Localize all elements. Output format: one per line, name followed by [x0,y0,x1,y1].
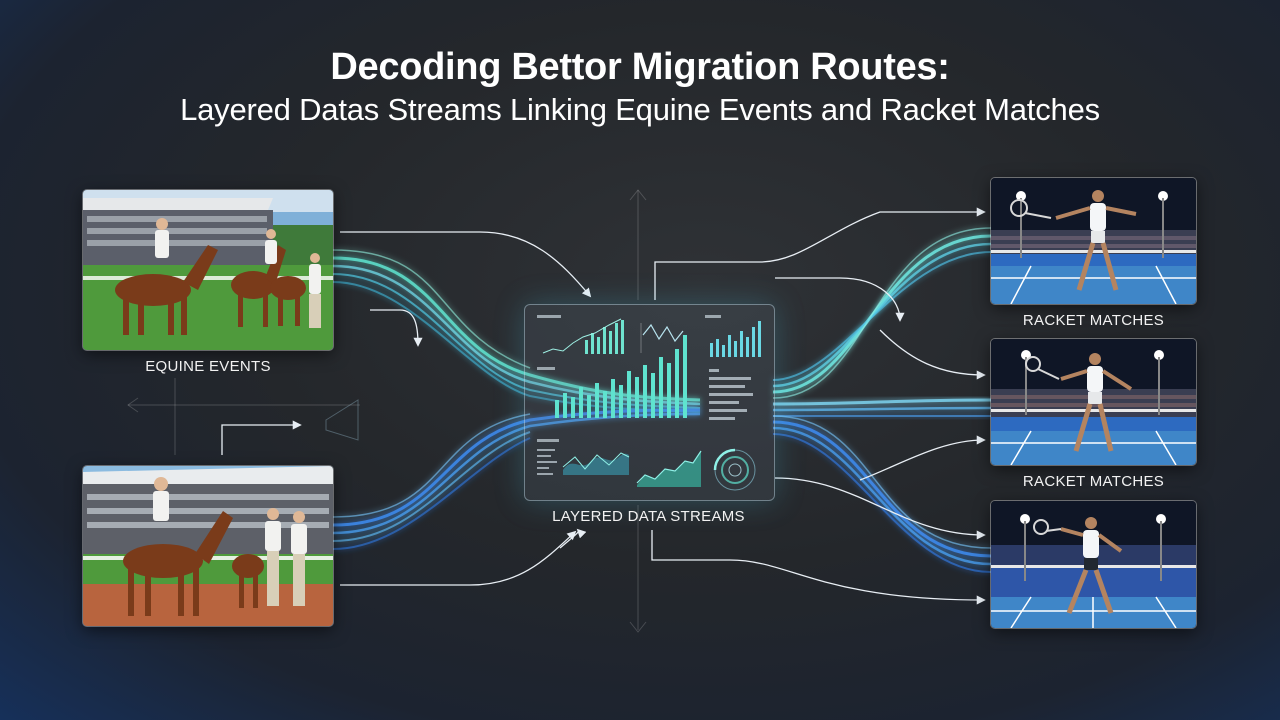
dashboard-radial-gauge [713,448,756,491]
diagram-title: Decoding Bettor Migration Routes: [330,46,950,88]
connector-arrows [221,207,986,605]
dashboard-bar-chart-top-right [705,315,761,357]
racket-matches-caption-2: RACKET MATCHES [1022,473,1165,490]
guide-lines [127,189,647,633]
racket-matches-caption-1: RACKET MATCHES [1022,312,1165,329]
dashboard-area-chart-bottom-left [537,439,630,475]
dashboard-line-chart-top-middle [640,323,684,353]
dashboard-bar-chart-top-left [537,315,624,354]
racket-middle-streams [772,398,992,418]
equine-bottom-streams [332,408,701,550]
dashboard-area-chart-bottom-middle [636,450,702,487]
equine-events-caption: EQUINE EVENTS [145,358,271,375]
tennis-photo-top [991,178,1196,304]
dashboard-metric-list [709,369,753,420]
equine-top-streams [332,249,701,413]
layered-data-streams-caption: LAYERED DATA STREAMS [552,508,745,525]
racket-bottom-streams [772,415,992,573]
diagram-subtitle: Layered Datas Streams Linking Equine Eve… [180,92,1100,127]
tennis-photo-middle [991,339,1196,465]
dashboard-bar-chart-main [537,335,687,418]
layered-data-dashboard [524,304,775,501]
racket-top-streams [772,227,992,399]
equine-photo-bottom [83,466,333,626]
tennis-photo-bottom [991,501,1196,628]
equine-photo-top [83,190,333,350]
